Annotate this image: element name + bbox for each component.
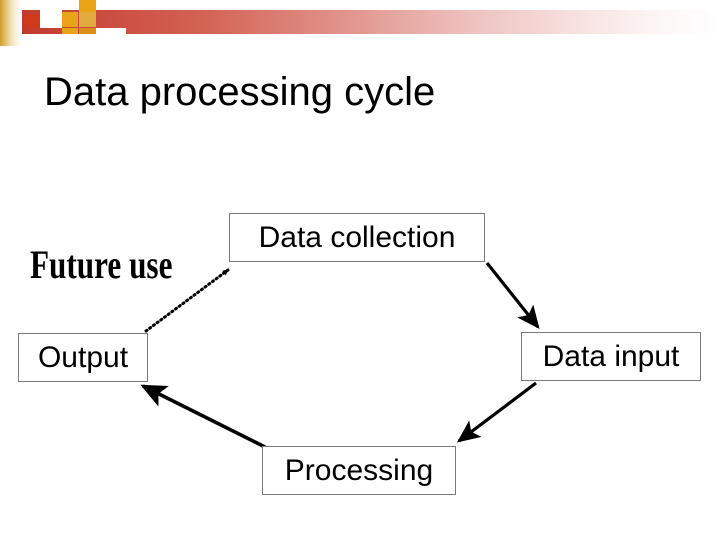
node-output[interactable]: Output <box>18 333 148 382</box>
deco-gap-a <box>40 10 62 28</box>
node-output-label: Output <box>37 340 129 374</box>
edge-collection-to-input <box>485 262 540 330</box>
deco-left-fade <box>0 0 22 46</box>
deco-square-red <box>25 14 40 27</box>
node-data-input[interactable]: Data input <box>521 332 701 381</box>
node-data-collection-label: Data collection <box>258 220 456 254</box>
edge-input-to-processing <box>456 381 537 443</box>
edge-output-to-collection <box>144 268 230 333</box>
header-decoration <box>0 0 720 46</box>
node-data-input-label: Data input <box>542 339 680 373</box>
deco-gap-c <box>0 34 130 46</box>
node-data-collection[interactable]: Data collection <box>229 213 485 262</box>
edge-processing-to-output <box>140 384 266 449</box>
node-processing[interactable]: Processing <box>262 446 456 495</box>
deco-square-inner <box>79 12 96 27</box>
node-processing-label: Processing <box>284 453 434 487</box>
deco-square-mid <box>62 12 78 27</box>
page-title: Data processing cycle <box>44 70 436 114</box>
deco-square-lower-right <box>79 28 96 36</box>
annotation-future-use: Future use <box>30 242 173 287</box>
